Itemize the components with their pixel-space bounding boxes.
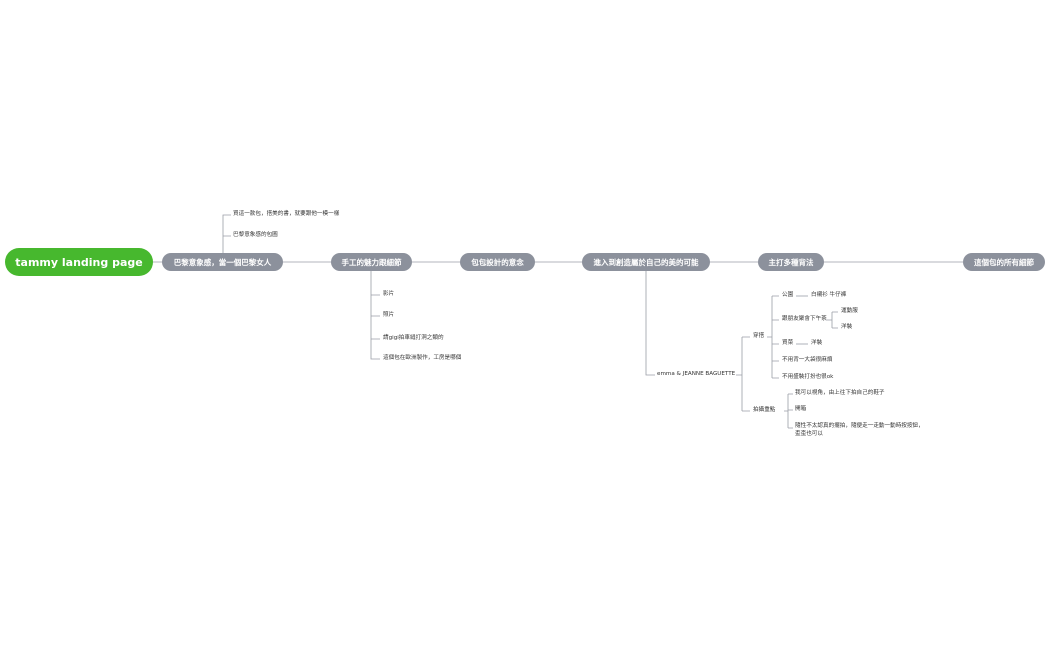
topic-carry-styles[interactable]: 主打多種背法 xyxy=(758,253,824,271)
topic-create-beauty[interactable]: 進入到創造屬於自己的美的可能 xyxy=(582,253,710,271)
handmade-child[interactable]: 照片 xyxy=(383,312,395,318)
outfit-item[interactable]: 買菜 xyxy=(782,340,794,346)
shoot-node[interactable]: 拍攝重點 xyxy=(753,407,776,413)
outfit-item[interactable]: 跟朋友聚會下午茶 xyxy=(782,316,827,322)
connector-shoot xyxy=(784,393,793,429)
outfit-item[interactable]: 不用背一大袋很麻煩 xyxy=(782,357,833,363)
handmade-child[interactable]: 影片 xyxy=(383,291,395,297)
topic-label: 進入到創造屬於自己的美的可能 xyxy=(593,257,699,267)
outfit-item-child[interactable]: 白襯衫 牛仔褲 xyxy=(811,292,847,298)
paris-child[interactable]: 買這一款包，搭美的書，就要跟他一模一樣 xyxy=(233,211,340,217)
outfit-node[interactable]: 穿搭 xyxy=(753,333,765,339)
outfit-item-child[interactable]: 洋裝 xyxy=(811,340,823,346)
outfit-item[interactable]: 不用盛裝打扮也很ok xyxy=(782,374,834,380)
handmade-child[interactable]: 這個包在歐洲製作，工房是哪個 xyxy=(383,355,462,361)
connector-paris xyxy=(222,214,231,262)
connector-emma-branches xyxy=(736,336,750,412)
shoot-item[interactable]: 開箱 xyxy=(795,406,807,412)
root-label: tammy landing page xyxy=(15,255,143,269)
connector-tea xyxy=(826,311,838,329)
paris-child[interactable]: 巴黎意象感的包圖 xyxy=(233,232,278,238)
topic-design-idea[interactable]: 包包設計的意念 xyxy=(460,253,535,271)
topic-handmade[interactable]: 手工的魅力跟細節 xyxy=(331,253,412,271)
topic-all-details[interactable]: 這個包的所有細節 xyxy=(963,253,1045,271)
topic-label: 手工的魅力跟細節 xyxy=(341,257,402,267)
outfit-item-child[interactable]: 洋裝 xyxy=(841,324,853,330)
shoot-item[interactable]: 隨性不太認真的擺拍，隨便走一走動一動時按按鈕，歪歪也可以 xyxy=(795,423,924,437)
shoot-item[interactable]: 我可以視角，由上往下拍自己的鞋子 xyxy=(795,390,885,396)
topic-label: 這個包的所有細節 xyxy=(974,257,1034,267)
topic-label: 巴黎意象感，當一個巴黎女人 xyxy=(173,257,272,267)
topic-paris[interactable]: 巴黎意象感，當一個巴黎女人 xyxy=(162,253,283,271)
connector-handmade xyxy=(370,270,380,360)
topic-label: 主打多種背法 xyxy=(768,257,814,267)
connector-emma xyxy=(645,270,655,376)
topic-label: 包包設計的意念 xyxy=(471,257,524,267)
emma-node[interactable]: emma & JEANNE BAGUETTE xyxy=(657,371,736,377)
handmade-child[interactable]: 請gigi拍車縫打洞之類的 xyxy=(383,335,444,341)
outfit-item[interactable]: 公園 xyxy=(782,292,794,298)
root-node[interactable]: tammy landing page xyxy=(5,248,153,276)
connector-outfit xyxy=(767,295,779,379)
outfit-item-child[interactable]: 運動服 xyxy=(841,308,858,314)
